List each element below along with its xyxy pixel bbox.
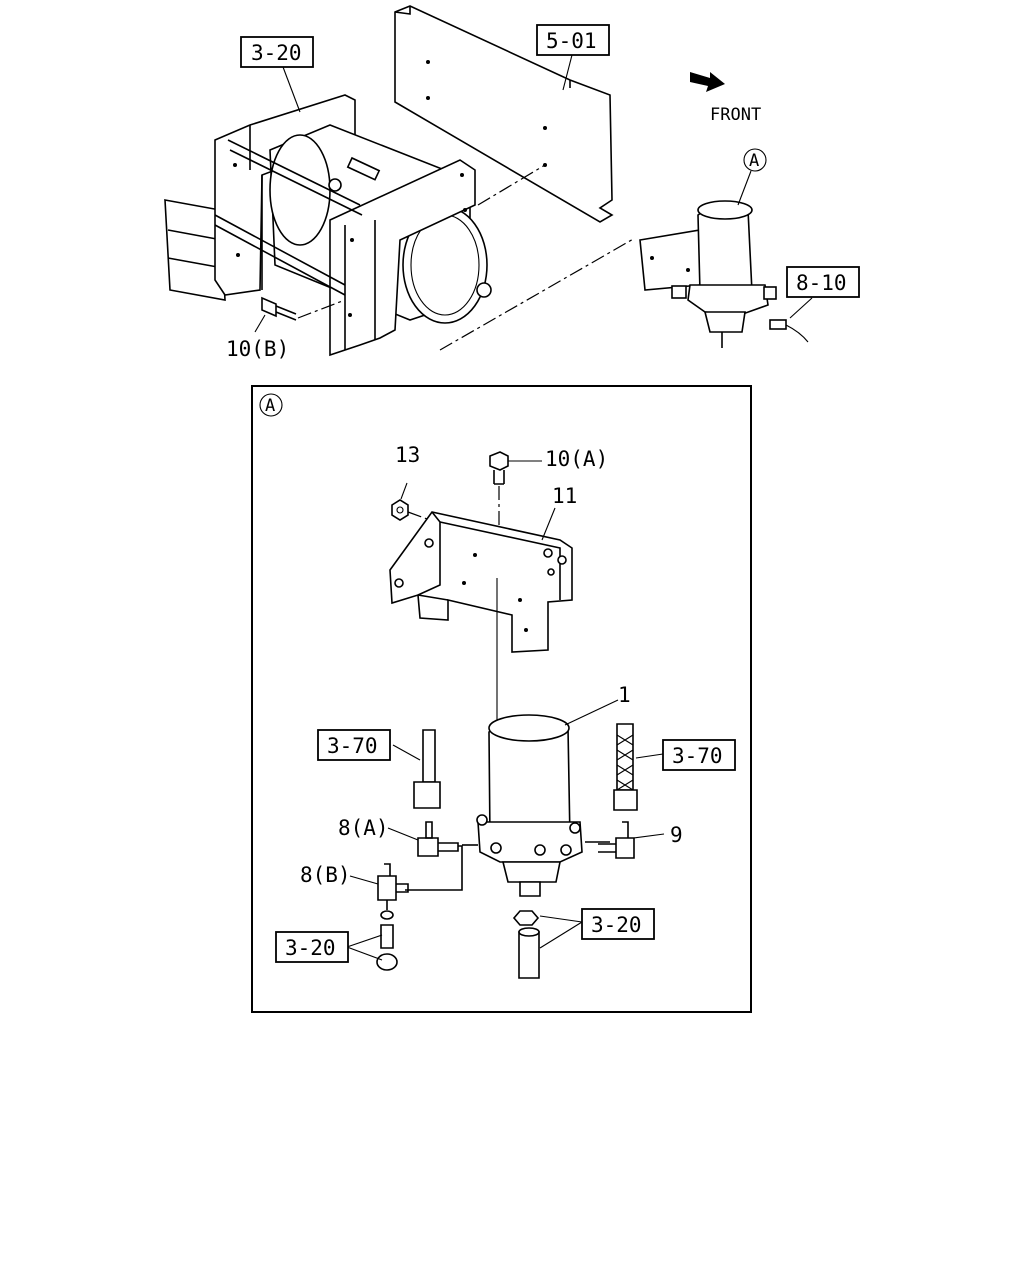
air-dryer-1-illustration bbox=[462, 699, 619, 897]
ref-box-5-01: 5-01 bbox=[536, 24, 610, 91]
ref-3-70-left-text: 3-70 bbox=[327, 734, 378, 758]
front-arrow-icon bbox=[690, 72, 725, 92]
ref-5-01-text: 5-01 bbox=[546, 29, 597, 53]
pipe-left-illustration bbox=[392, 729, 441, 809]
leader-bolt-to-bracket bbox=[297, 299, 346, 319]
leader-tank-to-crossmember bbox=[477, 164, 546, 206]
ref-3-20-top-text: 3-20 bbox=[251, 41, 302, 65]
nut-13-illustration bbox=[391, 482, 431, 521]
air-dryer-small-illustration bbox=[639, 200, 813, 348]
fitting-8a-illustration bbox=[387, 821, 463, 891]
detail-marker-panel-letter: A bbox=[265, 396, 275, 416]
ref-box-3-70-left: 3-70 bbox=[317, 729, 391, 761]
detail-marker-top-letter: A bbox=[749, 151, 759, 171]
detail-marker-panel: A bbox=[259, 393, 283, 417]
drain-left-illustration bbox=[346, 910, 398, 971]
fitting-9-illustration bbox=[598, 821, 665, 859]
pipe-right-illustration bbox=[613, 723, 664, 811]
callout-9: 9 bbox=[670, 823, 683, 847]
callout-11: 11 bbox=[552, 484, 577, 508]
front-label: FRONT bbox=[710, 105, 761, 125]
leader-tank-to-dryer bbox=[439, 237, 636, 351]
ref-box-3-20-left: 3-20 bbox=[275, 931, 349, 963]
callout-8b: 8(B) bbox=[300, 863, 351, 887]
drain-right-illustration bbox=[512, 910, 583, 979]
ref-3-20-left-text: 3-20 bbox=[285, 936, 336, 960]
callout-13: 13 bbox=[395, 443, 420, 467]
ref-8-10-text: 8-10 bbox=[796, 271, 847, 295]
overview-assembly: FRONT A 3-20 5-01 8-10 10(B) bbox=[164, 5, 860, 361]
detail-a-panel: A bbox=[251, 385, 752, 1013]
callout-10a: 10(A) bbox=[545, 447, 608, 471]
ref-box-8-10: 8-10 bbox=[786, 266, 860, 298]
fitting-8b-illustration bbox=[349, 863, 409, 910]
callout-10b: 10(B) bbox=[226, 337, 289, 361]
ref-box-3-20-top: 3-20 bbox=[240, 36, 314, 113]
ref-3-20-right-text: 3-20 bbox=[591, 913, 642, 937]
callout-1: 1 bbox=[618, 683, 631, 707]
callout-8a: 8(A) bbox=[338, 816, 389, 840]
ref-box-3-70-right: 3-70 bbox=[662, 739, 736, 771]
bolt-10b-illustration bbox=[254, 296, 297, 333]
detail-marker-top: A bbox=[737, 148, 767, 206]
bracket-11-illustration bbox=[389, 507, 573, 653]
tank-bracket-illustration bbox=[164, 94, 492, 357]
ref-box-3-20-right: 3-20 bbox=[581, 908, 655, 940]
ref-3-70-right-text: 3-70 bbox=[672, 744, 723, 768]
